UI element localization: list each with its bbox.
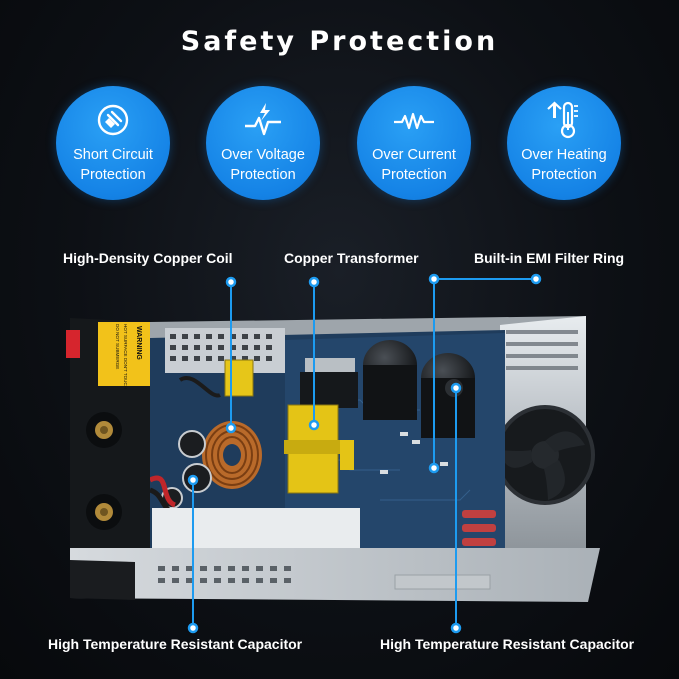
badge-line1: Short Circuit [73,147,153,163]
badge-line2: Protection [80,167,146,183]
badge-line1: Over Voltage [221,147,305,163]
emi-filter-label: Built-in EMI Filter Ring [474,250,625,266]
plug-icon [97,104,129,136]
badge-line2: Protection [381,167,447,183]
transformer-label: Copper Transformer [284,250,419,266]
short-circuit-badge: Short Circuit Protection [56,86,170,200]
page-title: Safety Protection [180,26,499,57]
voltage-spike-icon [245,103,281,136]
capacitor-right-label: High Temperature Resistant Capacitor [380,636,635,652]
warning-line1: HOT SURFACE DON'T TOUCH [123,324,128,389]
over-current-badge: Over Current Protection [357,86,471,200]
badge-line2: Protection [531,167,597,183]
thermometer-icon [547,101,578,139]
over-voltage-badge: Over Voltage Protection [206,86,320,200]
badge-line2: Protection [230,167,296,183]
badge-line1: Over Current [372,147,456,163]
warning-line2: DO NOT SUBMERGE [115,324,120,369]
coil-label: High-Density Copper Coil [63,250,233,266]
badge-line1: Over Heating [521,147,607,163]
warning-title: WARNING [135,326,142,360]
current-wave-icon [394,112,434,130]
capacitor-left-label: High Temperature Resistant Capacitor [48,636,303,652]
over-heating-badge: Over Heating Protection [507,86,621,200]
